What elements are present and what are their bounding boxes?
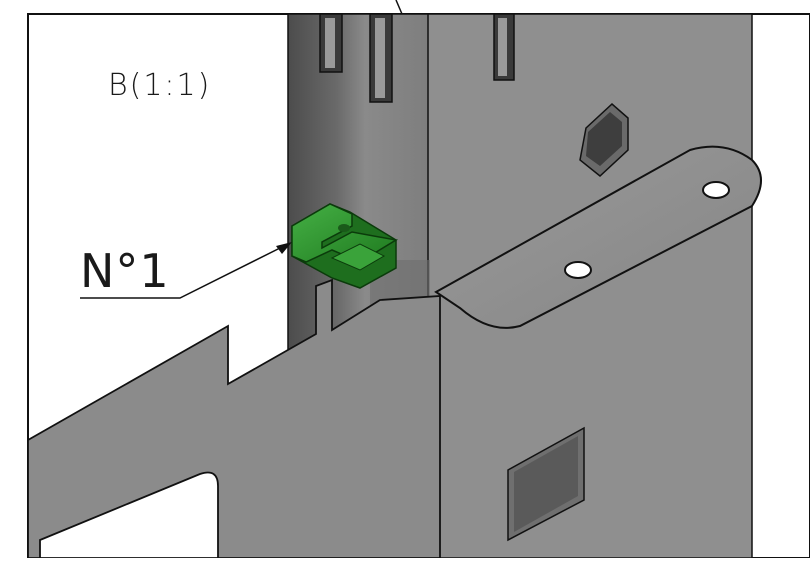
callout-leader	[80, 243, 289, 299]
part-callout-label: N°1	[80, 244, 170, 298]
top-leader-line	[395, 0, 403, 15]
post-slots	[319, 13, 515, 103]
callout-arrowhead	[276, 242, 292, 254]
bracket-hole-2	[564, 261, 592, 279]
bracket-plate	[434, 145, 762, 329]
view-scale-label: B(1:1)	[108, 68, 212, 103]
clip-part-n1	[291, 203, 399, 289]
base-sheet-cutout	[39, 471, 219, 559]
bracket-hole-1	[702, 181, 730, 199]
